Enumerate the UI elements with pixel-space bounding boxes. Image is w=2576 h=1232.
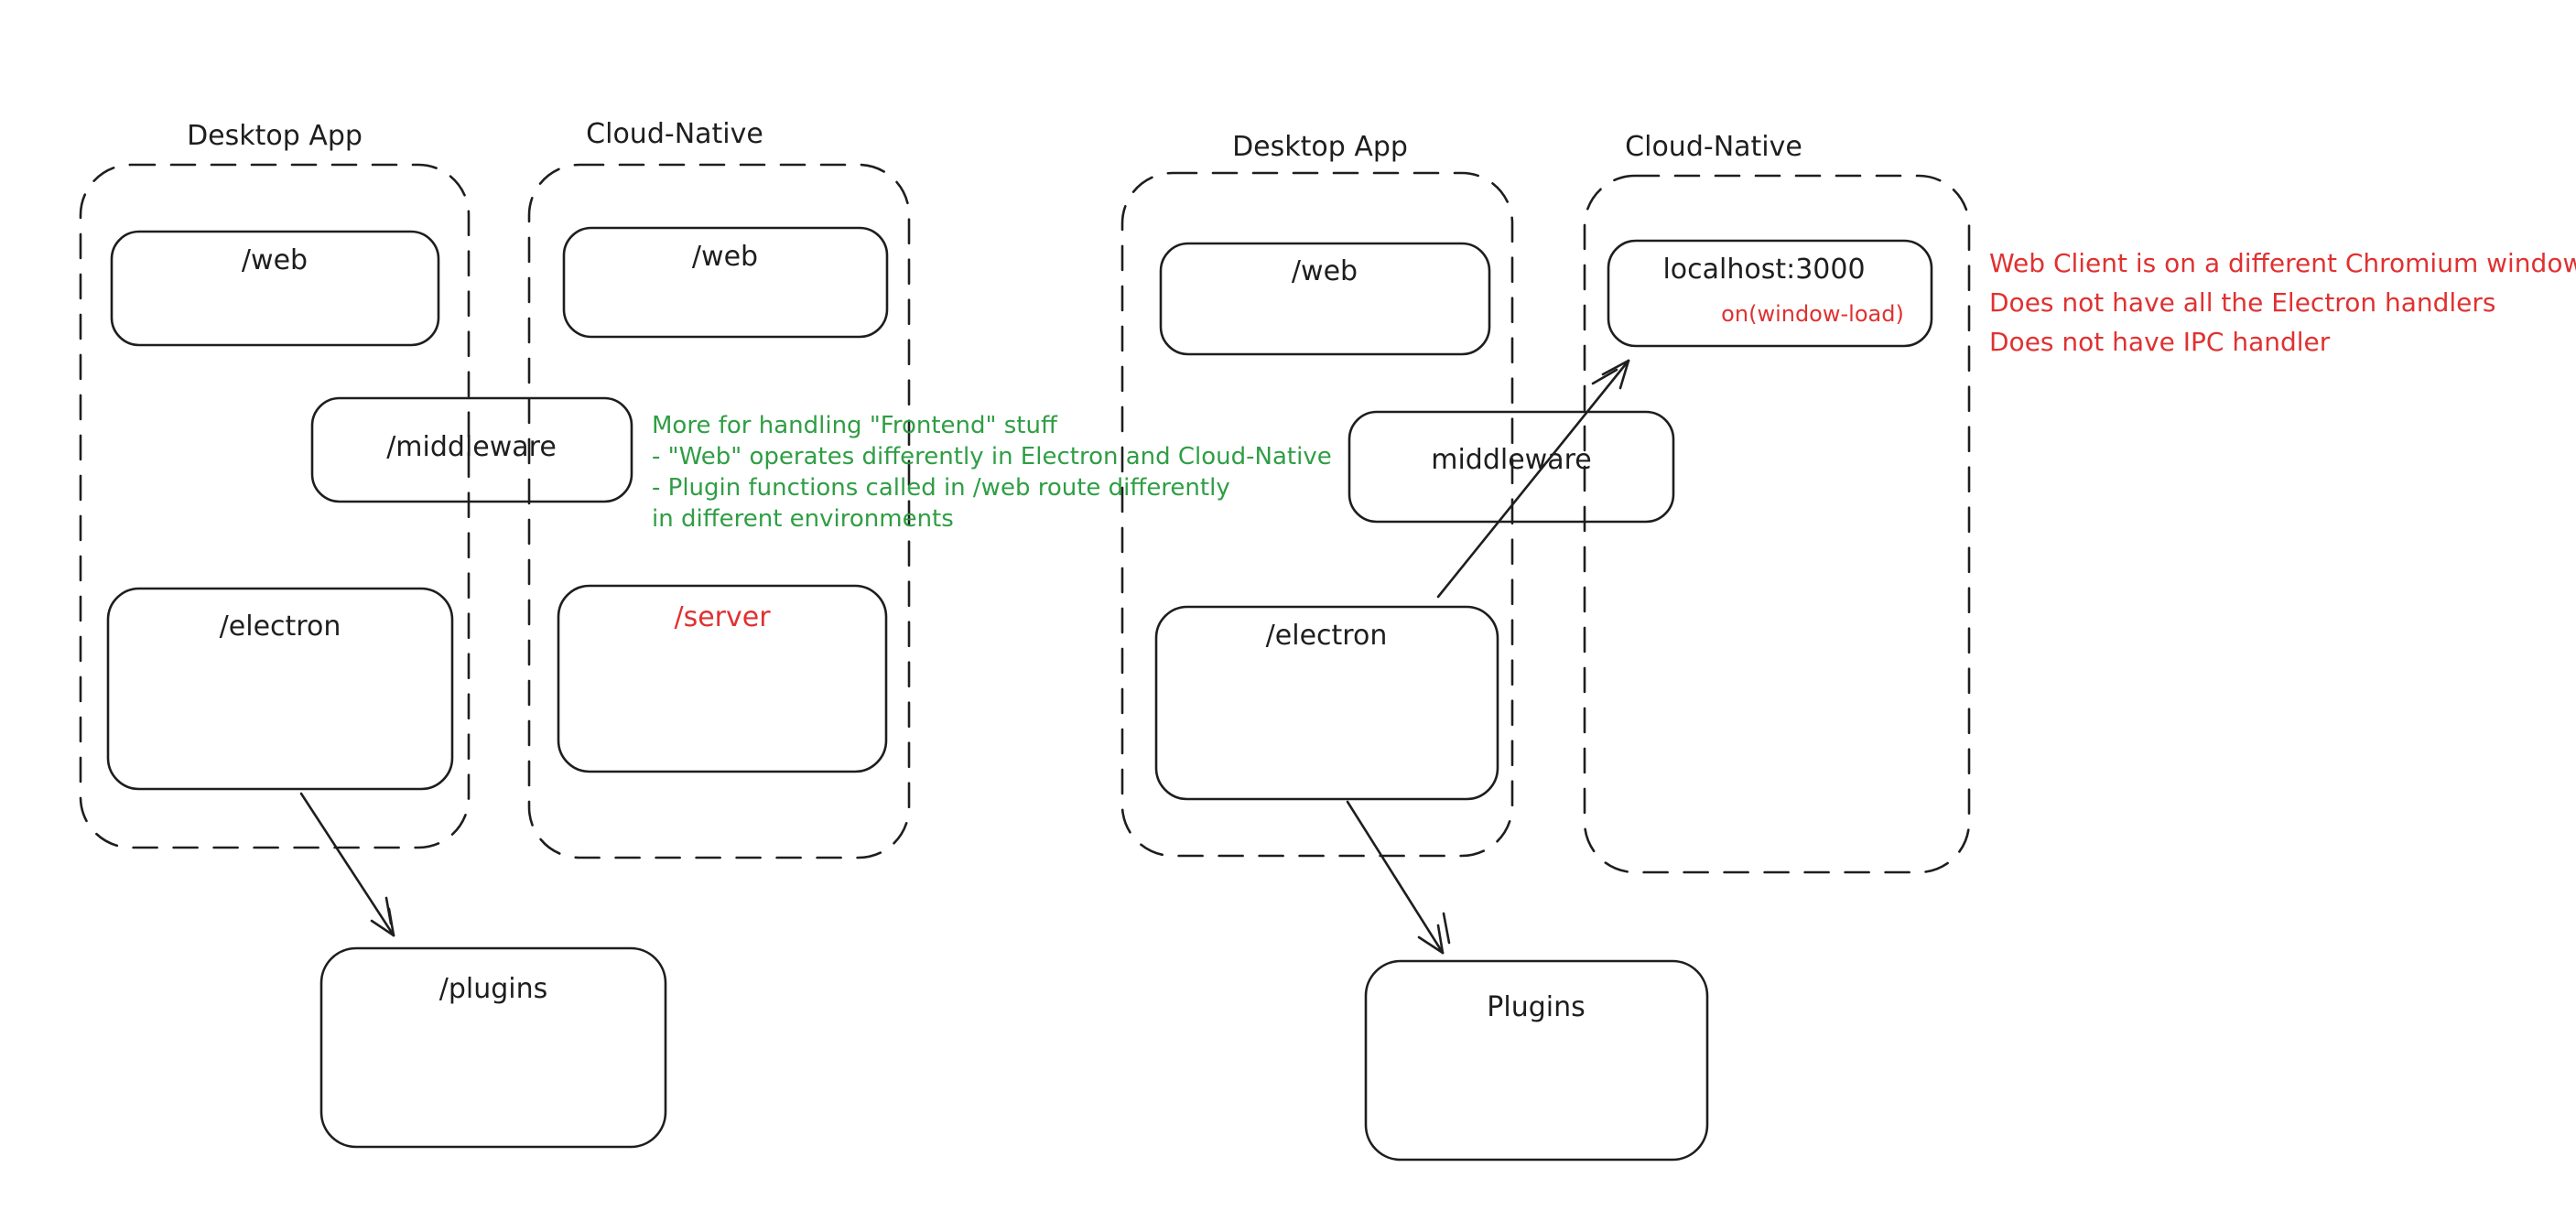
right-electron-label: /electron bbox=[1265, 620, 1388, 652]
green-note-line: in different environments bbox=[652, 505, 954, 533]
left-plugins-label: /plugins bbox=[438, 973, 548, 1005]
left-middleware-box bbox=[310, 396, 633, 503]
left-web-cloud-box bbox=[562, 226, 889, 339]
left-web-desktop-box bbox=[110, 230, 440, 347]
left-electron-label: /electron bbox=[219, 611, 341, 643]
red-note-line: Web Client is on a different Chromium wi… bbox=[1989, 248, 2576, 278]
right-window-load-label: on(window-load) bbox=[1721, 301, 1904, 327]
left-server-label: /server bbox=[674, 601, 771, 633]
right-plugins-box bbox=[1364, 959, 1709, 1162]
left-middleware-label: /middleware bbox=[386, 431, 557, 463]
left-electron-box bbox=[106, 587, 454, 791]
left-plugins-box bbox=[319, 946, 667, 1149]
left-desktop-app-title: Desktop App bbox=[187, 120, 363, 152]
green-note-line: More for handling "Frontend" stuff bbox=[652, 412, 1057, 439]
green-note-line: - "Web" operates differently in Electron… bbox=[652, 443, 1332, 470]
right-electron-box bbox=[1154, 605, 1499, 801]
arrow-electron-to-plugins-left bbox=[299, 792, 395, 937]
green-note: More for handling "Frontend" stuff - "We… bbox=[652, 410, 1332, 535]
right-middleware-label: middleware bbox=[1431, 444, 1592, 476]
red-note: Web Client is on a different Chromium wi… bbox=[1989, 243, 2576, 362]
left-cloud-native-container bbox=[527, 163, 911, 859]
right-cloud-native-title: Cloud-Native bbox=[1625, 131, 1802, 163]
red-note-line: Does not have IPC handler bbox=[1989, 327, 2331, 357]
right-web-box bbox=[1159, 242, 1491, 356]
red-note-line: Does not have all the Electron handlers bbox=[1989, 287, 2496, 318]
right-desktop-app-container bbox=[1120, 171, 1514, 858]
left-web-cloud-label: /web bbox=[691, 241, 759, 273]
green-note-line: - Plugin functions called in /web route … bbox=[652, 474, 1230, 502]
right-middleware-box bbox=[1348, 410, 1675, 524]
right-desktop-app-title: Desktop App bbox=[1232, 131, 1408, 163]
right-localhost-label: localhost:3000 bbox=[1662, 254, 1866, 286]
left-cloud-native-title: Cloud-Native bbox=[586, 118, 763, 150]
arrow-electron-to-localhost bbox=[1436, 359, 1630, 599]
right-cloud-native-container bbox=[1583, 174, 1971, 874]
right-web-label: /web bbox=[1291, 255, 1358, 287]
arrow-electron-to-plugins-right bbox=[1346, 800, 1451, 955]
left-desktop-app-container bbox=[79, 163, 471, 849]
left-web-desktop-label: /web bbox=[241, 244, 308, 276]
right-plugins-label: Plugins bbox=[1487, 991, 1586, 1023]
right-localhost-box bbox=[1607, 239, 1933, 348]
left-server-box bbox=[557, 584, 888, 773]
